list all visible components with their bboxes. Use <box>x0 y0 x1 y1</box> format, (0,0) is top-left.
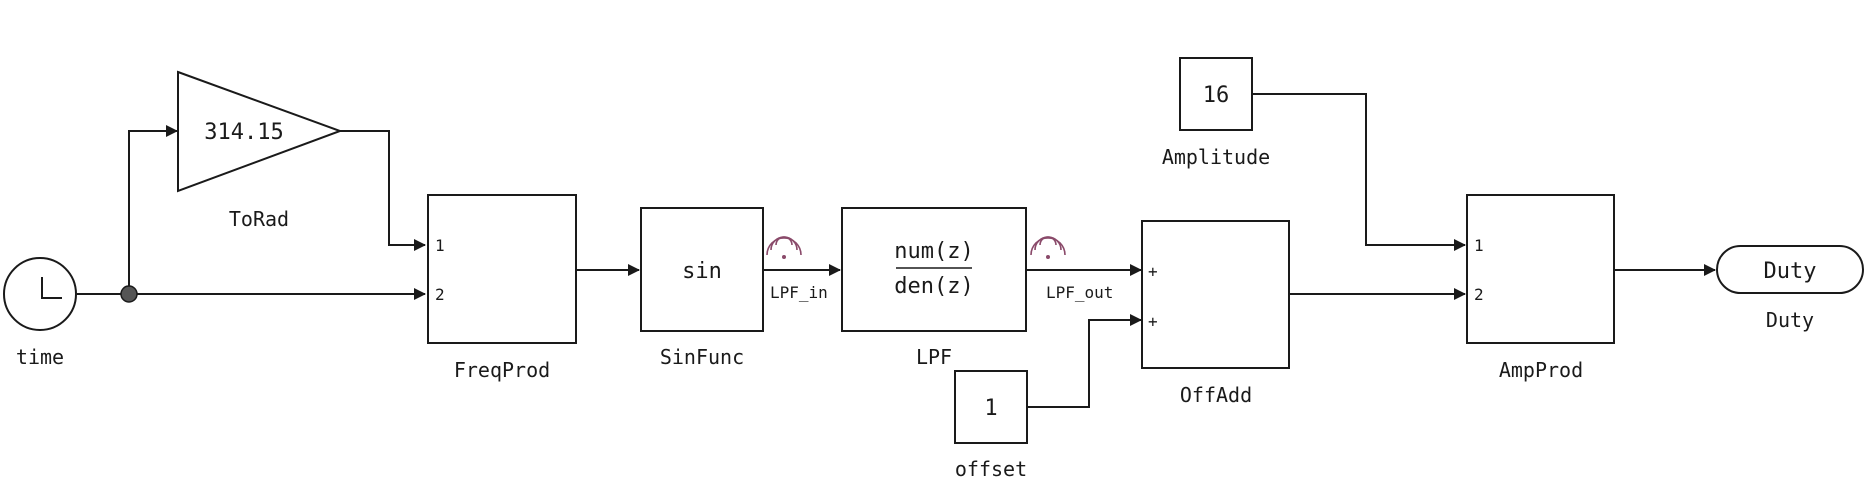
ampprod-port-1: 1 <box>1474 236 1484 255</box>
offset-block[interactable]: 1 <box>954 370 1028 444</box>
torad-block[interactable]: 314.15 <box>177 70 343 193</box>
lpf-out-signal-label: LPF_out <box>1046 283 1113 302</box>
lpf-in-wireless-icon <box>766 236 802 259</box>
offadd-sign-1: + <box>1148 262 1158 281</box>
wire-offset-to-offadd[interactable] <box>1028 314 1142 408</box>
offadd-label: OffAdd <box>1180 383 1252 407</box>
wire-torad-to-freqprod[interactable] <box>340 130 426 251</box>
amplitude-value: 16 <box>1203 83 1230 108</box>
sinfunc-function: sin <box>682 259 722 284</box>
ampprod-label: AmpProd <box>1499 358 1583 382</box>
offadd-sign-2: + <box>1148 312 1158 331</box>
duty-label: Duty <box>1766 308 1814 332</box>
sinfunc-block[interactable]: sin <box>640 207 764 332</box>
freqprod-label: FreqProd <box>454 358 550 382</box>
lpf-block[interactable]: num(z) den(z) <box>841 207 1027 332</box>
wire-amplitude-to-ampprod[interactable] <box>1253 93 1466 251</box>
offadd-block[interactable]: + + <box>1141 220 1290 369</box>
time-label: time <box>16 345 64 369</box>
ampprod-block[interactable]: 1 2 <box>1466 194 1615 344</box>
amplitude-block[interactable]: 16 <box>1179 57 1253 131</box>
freqprod-block[interactable]: 1 2 <box>427 194 577 344</box>
ampprod-port-2: 2 <box>1474 285 1484 304</box>
lpf-denominator: den(z) <box>894 274 973 299</box>
branch-point <box>120 285 138 303</box>
duty-port-name: Duty <box>1764 259 1817 284</box>
lpf-label: LPF <box>916 345 952 369</box>
amplitude-label: Amplitude <box>1162 145 1270 169</box>
torad-label: ToRad <box>229 207 289 231</box>
freqprod-port-2: 2 <box>435 285 445 304</box>
offset-label: offset <box>955 457 1027 478</box>
clock-icon <box>41 277 62 299</box>
signal-lines <box>77 93 1716 408</box>
torad-gain-value: 314.15 <box>204 120 283 145</box>
lpf-numerator: num(z) <box>894 239 973 264</box>
duty-outport-block[interactable]: Duty <box>1716 245 1864 294</box>
lpf-in-signal-label: LPF_in <box>770 283 828 302</box>
wire-time-to-torad[interactable] <box>128 125 178 294</box>
offset-value: 1 <box>984 396 997 421</box>
time-block[interactable] <box>3 257 77 331</box>
sinfunc-label: SinFunc <box>660 345 744 369</box>
lpf-out-wireless-icon <box>1030 236 1066 259</box>
freqprod-port-1: 1 <box>435 236 445 255</box>
